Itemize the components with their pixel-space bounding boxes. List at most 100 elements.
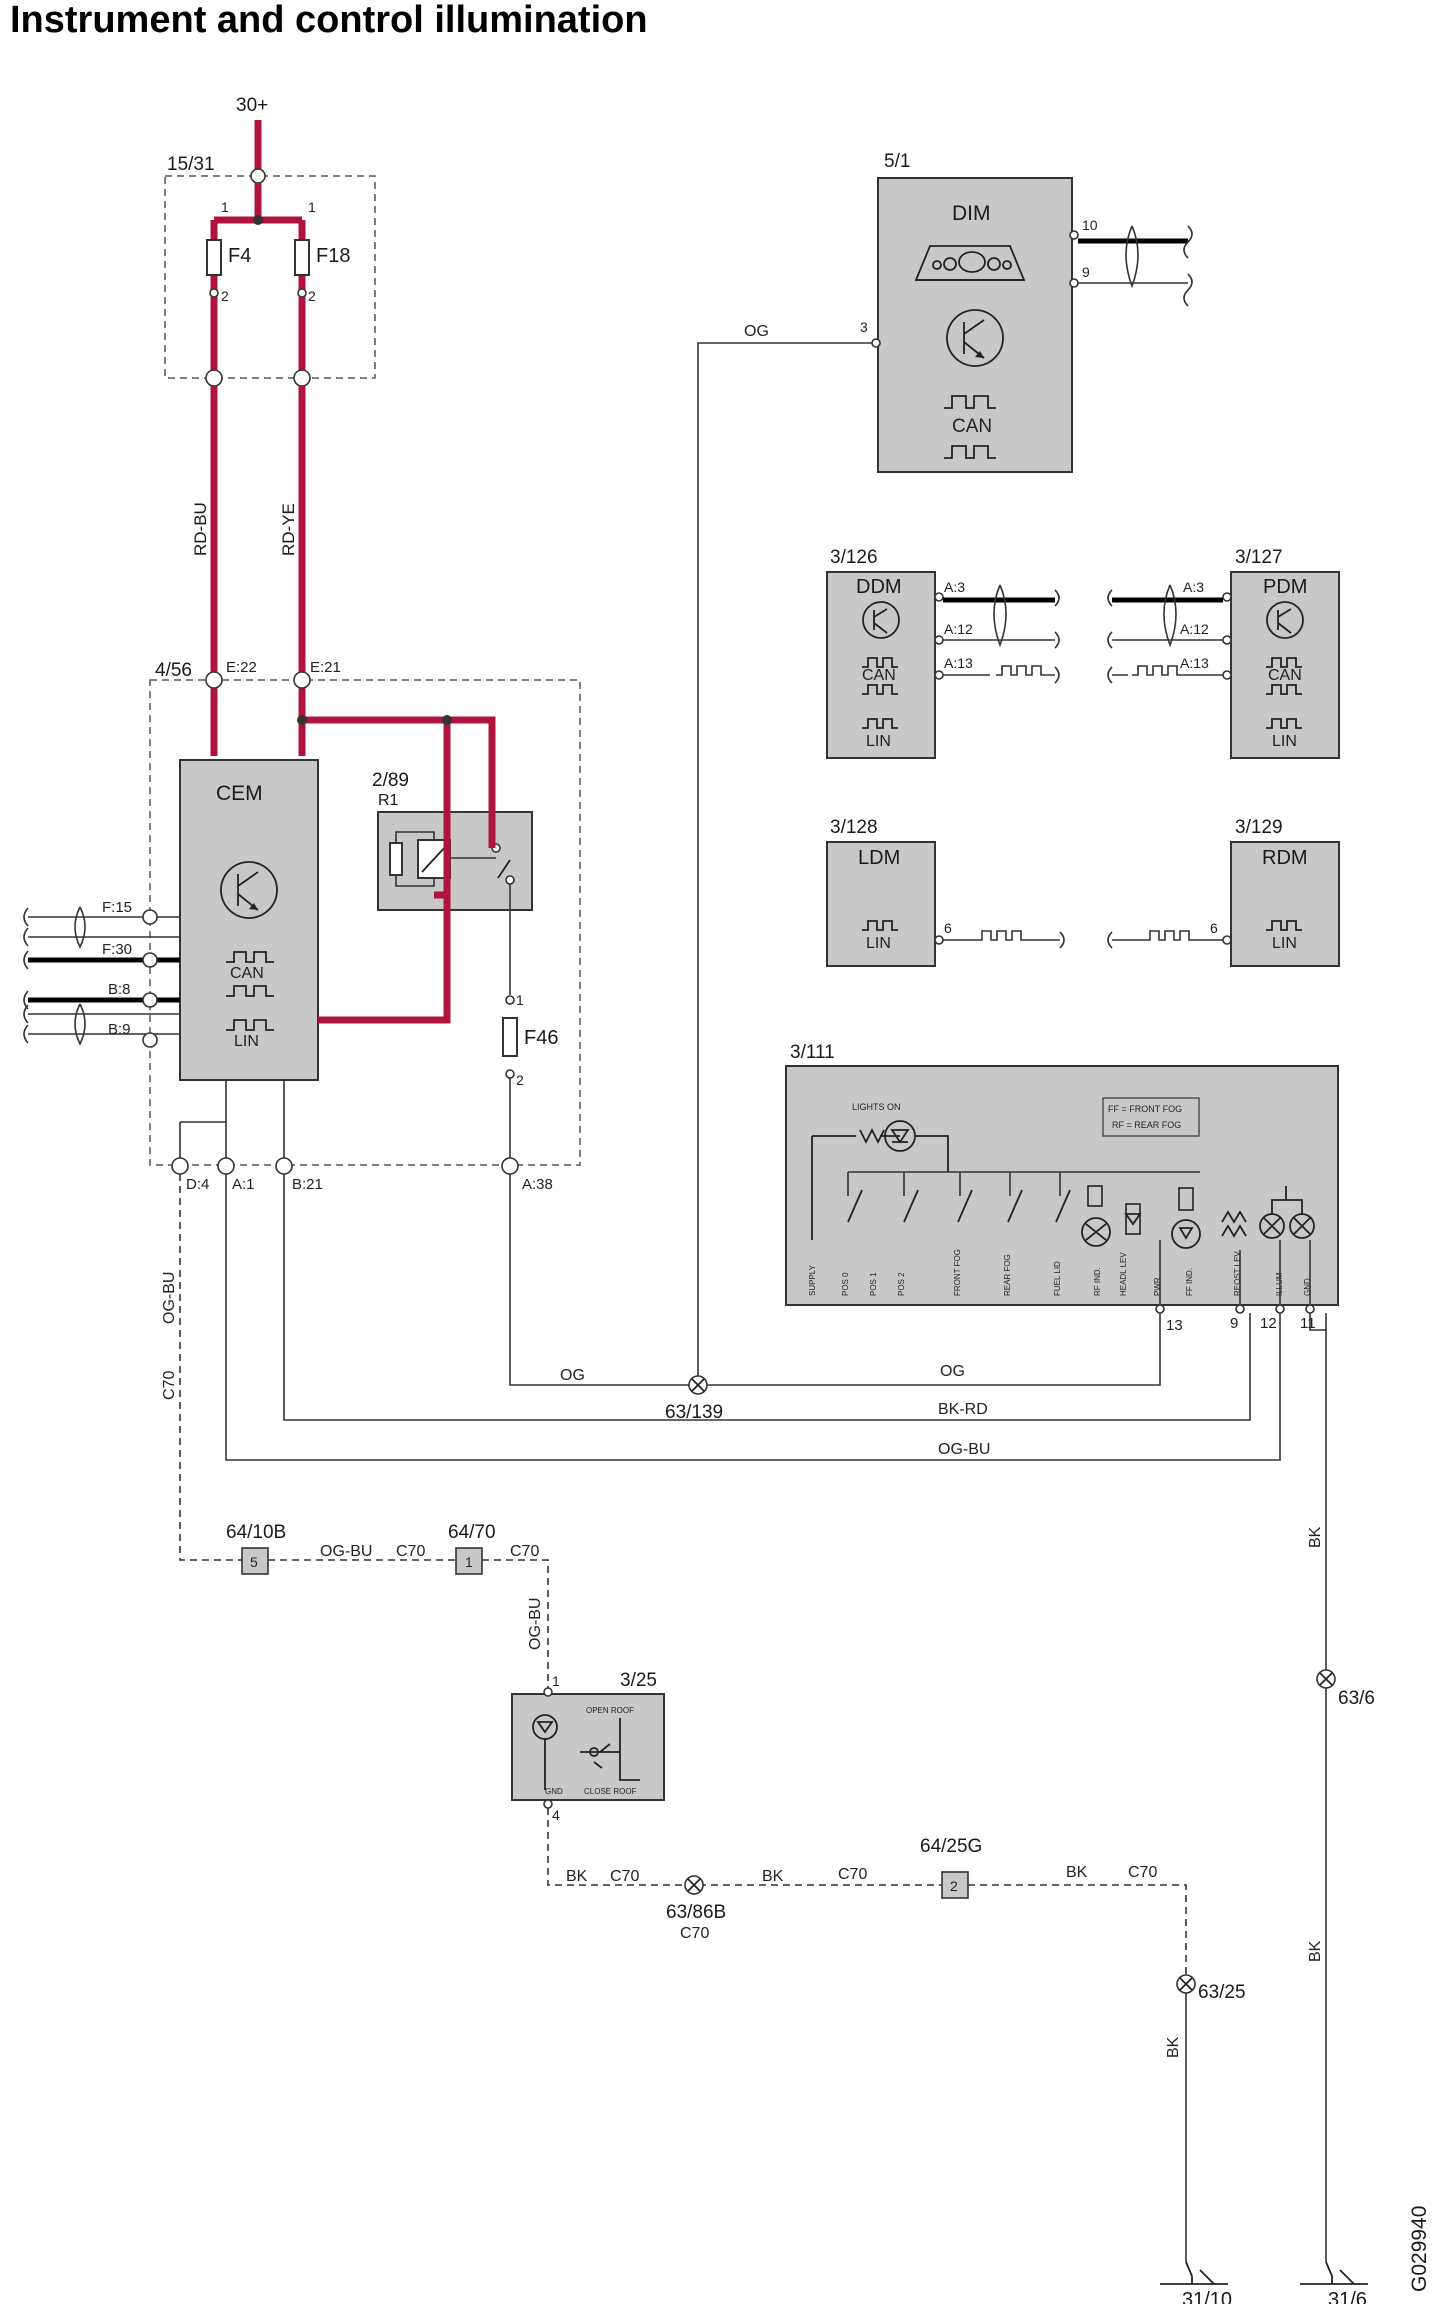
bk-rd-wire: [283, 1174, 1251, 1421]
svg-text:POS 2: POS 2: [897, 1272, 906, 1296]
svg-text:4: 4: [552, 1807, 560, 1823]
relay-id: 2/89: [372, 770, 409, 791]
svg-text:31/6: 31/6: [1328, 2289, 1367, 2304]
roof-switch-module: 3/25 1 OPEN ROOF CLOSE ROOF GND 4: [511, 1670, 665, 1823]
svg-text:LIN: LIN: [1272, 935, 1297, 952]
switch-knob-icon: [589, 1747, 599, 1757]
lin-pulse-icon: [1266, 718, 1302, 729]
svg-text:CAN: CAN: [862, 667, 896, 684]
svg-text:3/128: 3/128: [830, 817, 878, 838]
svg-text:A:13: A:13: [1180, 655, 1209, 671]
svg-text:A:38: A:38: [522, 1176, 553, 1193]
drawing-number: G029940: [1408, 2206, 1431, 2292]
svg-text:OG: OG: [940, 1363, 965, 1380]
svg-text:CLOSE ROOF: CLOSE ROOF: [584, 1787, 637, 1796]
svg-text:64/25G: 64/25G: [920, 1836, 982, 1857]
svg-text:F46: F46: [524, 1027, 558, 1049]
svg-text:GND: GND: [545, 1787, 563, 1796]
supply-label: 30+: [236, 95, 268, 116]
ldm-module: 3/128 LDM LIN 6: [826, 817, 952, 967]
svg-text:2: 2: [516, 1072, 524, 1088]
rd-wires: [210, 386, 306, 756]
connector-64-25g: 64/25G 2: [920, 1836, 982, 1899]
relay-r1: 2/89 R1: [372, 770, 533, 912]
fuse-f4-symbol: [206, 239, 222, 276]
svg-text:3/25: 3/25: [620, 1670, 657, 1691]
splice-63-139: 63/139: [665, 1375, 723, 1423]
transistor-icon: [220, 861, 278, 919]
can-pulse-icon: [862, 657, 898, 668]
svg-text:OG-BU: OG-BU: [938, 1441, 990, 1458]
svg-text:2: 2: [950, 1878, 958, 1894]
svg-text:64/70: 64/70: [448, 1522, 496, 1543]
svg-text:A:3: A:3: [1183, 579, 1204, 595]
svg-text:C70: C70: [610, 1868, 639, 1885]
pdm-module: 3/127 PDM CAN LIN A:3 A:12 A:13: [1180, 547, 1340, 759]
diode-icon: [1125, 1203, 1141, 1235]
svg-text:POS 0: POS 0: [841, 1272, 850, 1296]
splice-63-25: 63/25: [1176, 1974, 1246, 2003]
svg-text:3/127: 3/127: [1235, 547, 1283, 568]
relay-red-wires: [302, 716, 496, 1024]
svg-text:E:22: E:22: [226, 659, 257, 676]
svg-text:REOST LEV: REOST LEV: [1233, 1251, 1242, 1296]
svg-text:OPEN ROOF: OPEN ROOF: [586, 1706, 634, 1715]
svg-text:1: 1: [465, 1554, 473, 1570]
svg-text:13: 13: [1166, 1317, 1183, 1334]
og-wire-dim: [697, 342, 872, 1385]
svg-text:DIM: DIM: [952, 202, 991, 225]
svg-text:BK-RD: BK-RD: [938, 1401, 988, 1418]
svg-text:2: 2: [308, 288, 316, 304]
connector-64-70: 64/70 1: [448, 1522, 496, 1575]
can-pulse-icon: [944, 395, 996, 409]
svg-text:E:21: E:21: [310, 659, 341, 676]
svg-text:FRONT FOG: FRONT FOG: [953, 1249, 962, 1296]
svg-text:CAN: CAN: [952, 416, 992, 437]
lin-pulse-icon: [226, 1019, 274, 1031]
svg-text:RDM: RDM: [1262, 847, 1308, 869]
svg-text:PDM: PDM: [1263, 576, 1307, 598]
instrument-cluster-icon: [914, 245, 1026, 281]
svg-text:C70: C70: [510, 1543, 539, 1560]
svg-text:2: 2: [221, 288, 229, 304]
svg-text:C70: C70: [680, 1925, 709, 1942]
svg-text:HEADL LEV: HEADL LEV: [1119, 1252, 1128, 1296]
relay-name: R1: [378, 792, 399, 809]
svg-text:BK: BK: [1066, 1864, 1088, 1881]
svg-text:DDM: DDM: [856, 576, 902, 598]
connector-64-10b: 64/10B 5: [226, 1522, 286, 1575]
svg-text:6: 6: [1210, 920, 1218, 936]
svg-text:F:30: F:30: [102, 941, 132, 958]
svg-text:9: 9: [1082, 264, 1090, 280]
svg-text:GND: GND: [1303, 1278, 1312, 1296]
svg-text:OG-BU: OG-BU: [527, 1598, 544, 1650]
transistor-icon: [873, 608, 888, 634]
svg-text:A:12: A:12: [1180, 621, 1209, 637]
svg-text:12: 12: [1260, 1315, 1277, 1332]
svg-text:31/10: 31/10: [1182, 2289, 1232, 2304]
rdm-module: 3/129 RDM LIN 6: [1210, 817, 1340, 967]
og-bu-wire: [225, 1174, 1281, 1461]
svg-text:OG-BU: OG-BU: [161, 1272, 178, 1324]
svg-text:1: 1: [221, 199, 229, 215]
og-wire: [509, 1174, 1161, 1386]
cem-enclosure-id: 4/56: [155, 660, 192, 681]
svg-text:RF IND.: RF IND.: [1093, 1267, 1102, 1296]
svg-text:REAR FOG: REAR FOG: [1003, 1254, 1012, 1296]
svg-text:10: 10: [1082, 217, 1098, 233]
transistor-icon: [1277, 608, 1292, 634]
svg-text:BK: BK: [762, 1868, 784, 1885]
ground-31-6: 31/6: [1300, 2261, 1368, 2304]
svg-text:A:1: A:1: [232, 1176, 255, 1193]
svg-text:BK: BK: [566, 1868, 588, 1885]
svg-text:PWR: PWR: [1153, 1277, 1162, 1296]
fuse-f46: 1 F46 2: [502, 912, 558, 1160]
splice-63-86b: 63/86B C70: [666, 1875, 726, 1942]
ground-31-10: 31/10: [1160, 2261, 1232, 2304]
fuse-f4-label: F4: [228, 245, 251, 267]
svg-text:63/6: 63/6: [1338, 1688, 1375, 1709]
rheostat-lev-icon: [1221, 1210, 1247, 1238]
ddm-module: 3/126 DDM CAN LIN A:3 A:12 A:13: [826, 547, 973, 759]
svg-text:OG: OG: [560, 1367, 585, 1384]
